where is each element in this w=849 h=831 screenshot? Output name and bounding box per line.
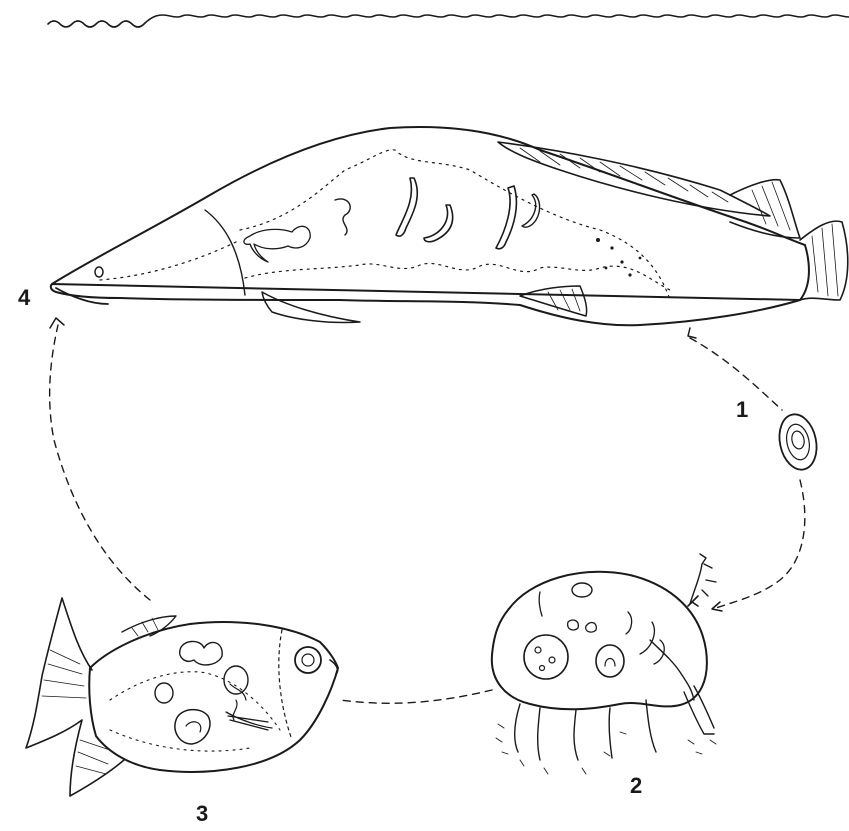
cyst-1-spot-a — [535, 647, 541, 653]
second-fish-cyst-2 — [155, 683, 173, 703]
copepod-cyst-2 — [596, 645, 624, 677]
cyst-2-larva — [605, 659, 615, 667]
host-fish-body-outline — [51, 127, 809, 325]
second-fish-gill — [279, 630, 292, 740]
egg-inner-1 — [783, 422, 812, 462]
adult-worm-3 — [424, 205, 453, 242]
stage-label-1: 1 — [736, 399, 748, 421]
second-fish-cyst-3 — [224, 666, 248, 694]
water-surface-line — [48, 15, 849, 27]
egg-inner-2 — [790, 430, 805, 450]
adult-worm-1 — [335, 199, 350, 235]
second-fish-tail — [26, 598, 124, 796]
second-fish-pupil — [302, 654, 314, 666]
host-fish-dorsal-fin — [498, 142, 770, 216]
arrow-egg-to-copepod — [716, 480, 805, 608]
second-host-fish — [26, 598, 338, 796]
copepod-antenna-joint — [688, 596, 698, 606]
ingested-fish-outline — [244, 226, 310, 262]
stage-label-4: 4 — [18, 287, 30, 309]
second-fish-cyst-4 — [175, 710, 210, 744]
copepod-cyst-1 — [524, 635, 568, 679]
copepod-body-outline — [492, 572, 707, 709]
host-fish-organ-outline — [100, 150, 670, 300]
copepod-internal-marks — [539, 592, 664, 664]
stage-label-3: 3 — [196, 803, 208, 825]
second-fish-eye — [295, 647, 321, 673]
copepod-antenna — [690, 554, 716, 604]
adult-worm-2 — [396, 178, 417, 236]
second-fish-organ-dots — [110, 672, 280, 751]
host-fish-dorsal-rays — [520, 148, 728, 202]
copepod-host — [492, 554, 716, 774]
arrowhead-from-host — [688, 328, 696, 338]
definitive-host-fish — [51, 127, 848, 325]
adult-worm-5 — [522, 194, 540, 227]
cycle-arrows — [50, 325, 805, 703]
second-fish-cyst-4-larva — [186, 722, 201, 732]
copepod-appendage — [650, 640, 694, 700]
adult-worm-4 — [496, 186, 516, 249]
arrow-copepod-to-fish — [340, 690, 492, 703]
host-fish-pectoral-fin — [262, 292, 360, 323]
cyst-1-spot-c — [540, 666, 545, 671]
cyst-1-spot-b — [549, 657, 555, 663]
arrowheads — [50, 318, 722, 611]
second-fish-cyst-3-larva — [230, 684, 246, 720]
second-fish-tail-rays — [42, 650, 110, 774]
second-fish-body-outline — [89, 622, 338, 772]
egg-dots — [596, 238, 641, 277]
copepod-leg-bristles — [496, 724, 716, 774]
host-fish-caudal-rays — [812, 224, 838, 296]
second-fish-dorsal-fin — [122, 616, 176, 636]
egg-shell — [775, 411, 822, 473]
egg — [775, 411, 822, 473]
host-fish-gill-line — [205, 210, 245, 295]
second-fish-pectoral-fin — [226, 712, 272, 730]
copepod-cyst-3 — [572, 583, 592, 597]
arrow-fish-to-host — [50, 325, 150, 600]
host-fish-eye — [95, 267, 103, 277]
host-fish-anal-rays — [548, 289, 580, 311]
copepod-legs — [515, 686, 714, 760]
second-fish-cyst-1 — [180, 641, 223, 665]
stage-label-2: 2 — [630, 775, 642, 797]
